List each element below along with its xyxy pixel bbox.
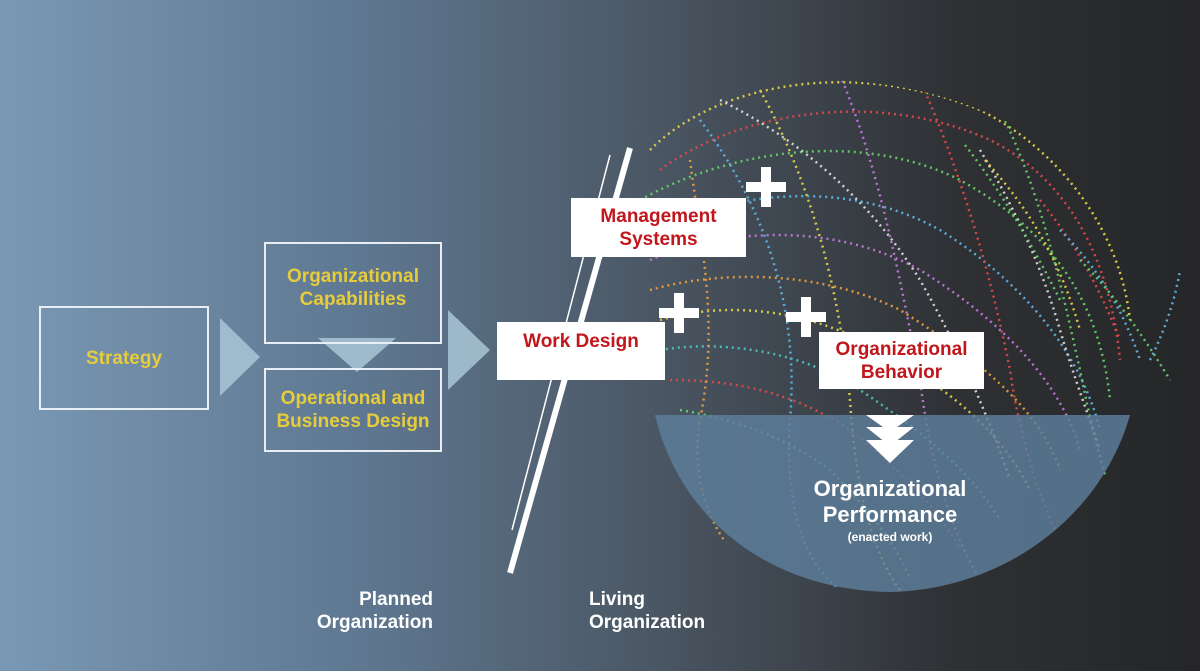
organizational-behavior-box: Organizational Behavior	[819, 332, 984, 389]
arrow-capabilities-to-workdesign-icon	[448, 310, 490, 390]
plus-icon	[786, 297, 826, 337]
work-design-box: Work Design	[497, 322, 665, 380]
performance-bowl	[655, 415, 1130, 592]
down-chevrons-icon	[866, 415, 914, 463]
strategy-label: Strategy	[85, 347, 163, 369]
operational-business-design-box: Operational and Business Design	[264, 368, 442, 452]
org-capabilities-label: Organizational Capabilities	[287, 266, 419, 310]
planned-organization-caption: Planned Organization	[316, 589, 433, 633]
management-systems-label: Management Systems	[600, 205, 717, 250]
plus-icon	[746, 167, 786, 207]
work-design-label: Work Design	[523, 330, 639, 352]
arrow-strategy-to-capabilities-icon	[220, 318, 260, 396]
sphere-flares	[964, 144, 1182, 381]
organizational-behavior-label: Organizational Behavior	[835, 338, 968, 383]
strategy-box: Strategy	[39, 306, 209, 410]
org-capabilities-box: Organizational Capabilities	[264, 242, 442, 344]
arrow-down-triangle-icon	[318, 338, 396, 372]
management-systems-box: Management Systems	[571, 198, 746, 257]
plus-icon	[659, 293, 699, 333]
performance-subtitle: (enacted work)	[847, 530, 933, 544]
operational-business-design-label: Operational and Business Design	[276, 388, 430, 432]
performance-title: Organizational Performance	[813, 476, 967, 527]
living-organization-caption: Living Organization	[589, 589, 706, 633]
